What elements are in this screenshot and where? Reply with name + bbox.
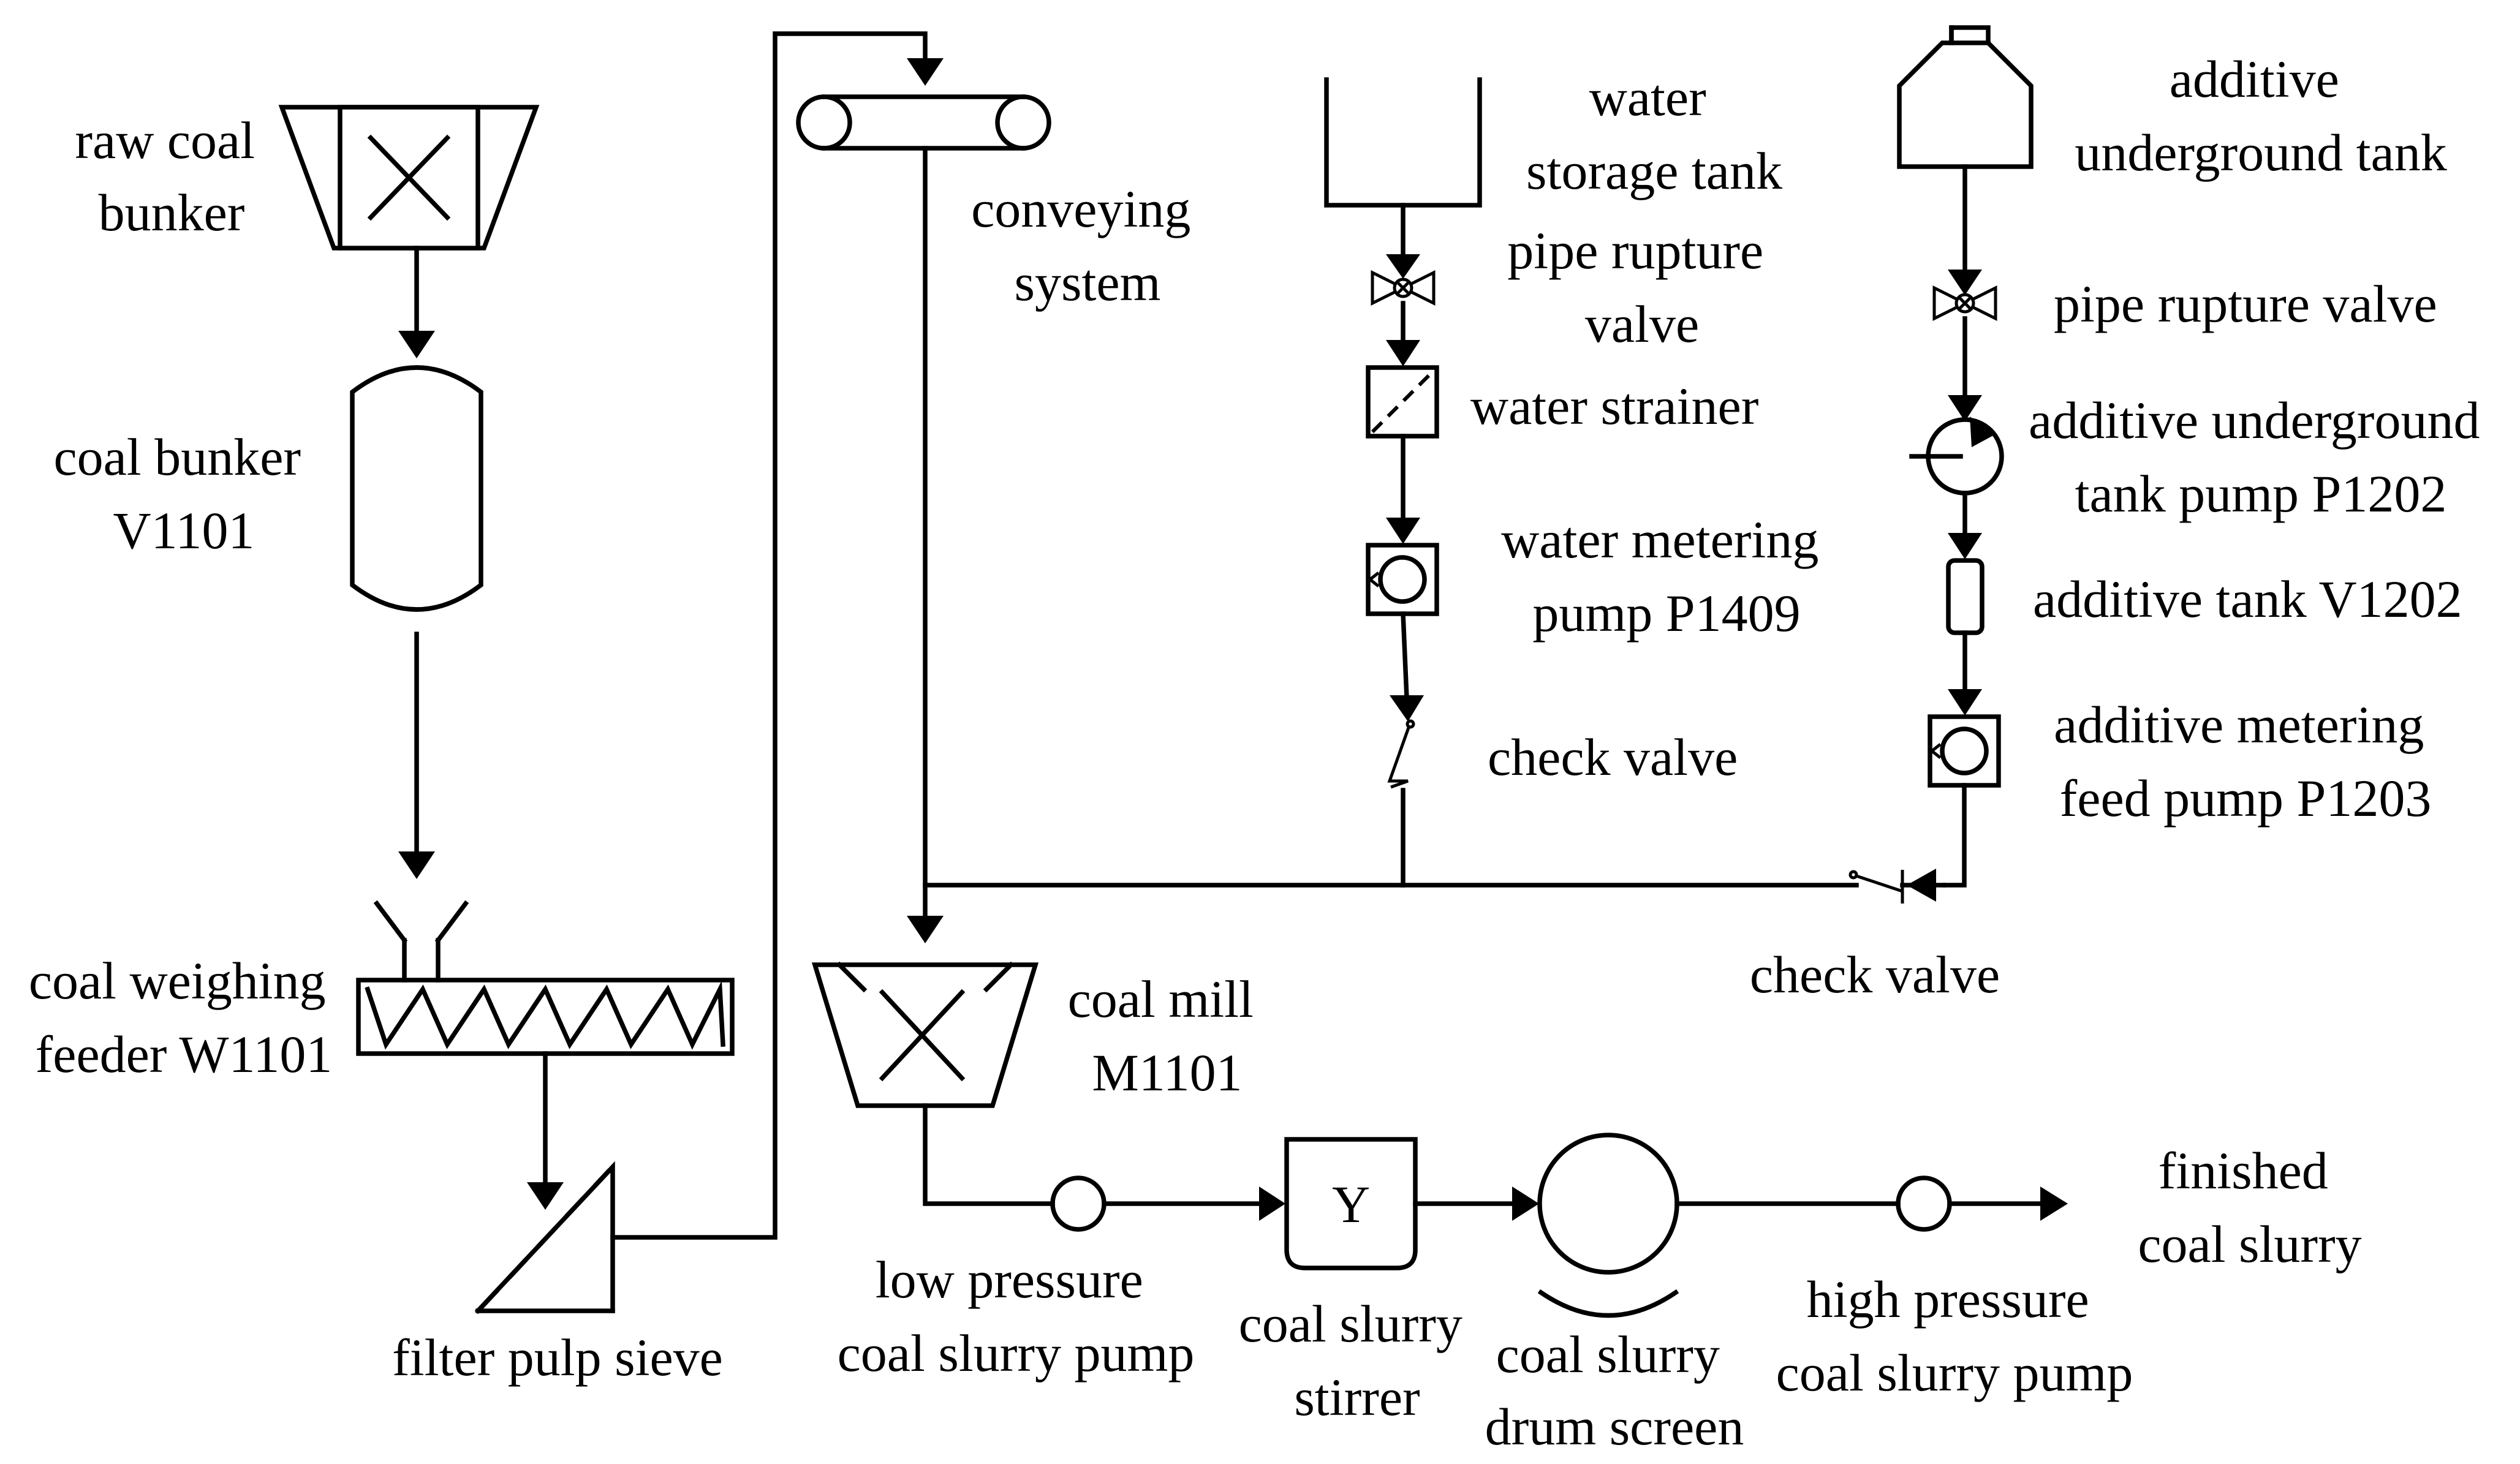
- arrow-to-water-strainer: [1386, 340, 1420, 366]
- additive-tank-v1202: [1946, 558, 1985, 635]
- coal-weighing-feeder-label: coal weighing feeder W1101: [29, 951, 339, 1084]
- additive-metering-feed-pump-icon: [1928, 714, 2001, 788]
- arrow-to-additive-pump: [1948, 395, 1982, 421]
- filter-pulp-sieve-label: filter pulp sieve: [392, 1328, 723, 1387]
- arrow-to-mill: [907, 916, 944, 943]
- coal-bunker-label: coal bunker V1101: [53, 428, 314, 560]
- water-metering-pump-icon: [1366, 543, 1439, 616]
- drum-screen-label: coal slurry drum screen: [1485, 1325, 1744, 1456]
- additive-underground-tank-pump-icon: [1909, 417, 2004, 496]
- arrow-to-water-check: [1390, 695, 1424, 722]
- arrow-to-stirrer: [1259, 1187, 1285, 1221]
- water-check-valve-label: check valve: [1488, 728, 1738, 787]
- coal-slurry-stirrer: Y: [1284, 1137, 1418, 1270]
- arrow-to-drum-screen: [1512, 1187, 1539, 1221]
- additive-pipe-rupture-valve-label: pipe rupture valve: [2054, 274, 2437, 333]
- additive-pipe-rupture-valve-icon: [1932, 285, 1997, 322]
- arrow-to-conveyor: [907, 58, 944, 86]
- pipes: [414, 31, 2046, 1240]
- raw-coal-bunker-label: raw coal bunker: [75, 111, 268, 242]
- water-strainer-icon: [1366, 365, 1439, 439]
- arrow-to-additive-tank: [1948, 533, 1982, 559]
- additive-underground-tank: [1897, 25, 2034, 169]
- high-pressure-pump-icon: [1896, 1175, 1952, 1232]
- water-metering-pump-label: water metering pump P1409: [1501, 510, 1832, 643]
- water-strainer-label: water strainer: [1470, 377, 1758, 436]
- additive-metering-feed-pump-label: additive metering feed pump P1203: [2054, 695, 2437, 828]
- water-storage-tank: [1324, 77, 1482, 208]
- additive-tank-label: additive tank V1202: [2033, 570, 2462, 628]
- arrow-to-water-pump: [1386, 518, 1420, 544]
- flow-arrows: [398, 58, 2068, 1221]
- low-pressure-pump-label: low pressure coal slurry pump: [838, 1250, 1195, 1383]
- arrow-to-coal-bunker: [398, 331, 435, 358]
- arrow-to-additive-valve: [1948, 270, 1982, 295]
- arrow-to-additive-metering: [1948, 689, 1982, 715]
- stirrer-symbol: Y: [1332, 1175, 1370, 1234]
- drum-screen-icon: [1537, 1133, 1679, 1318]
- arrow-into-additive-check: [1907, 869, 1936, 902]
- coal-mill-label: coal mill M1101: [1068, 970, 1267, 1102]
- conveying-system-label: conveying system: [971, 179, 1204, 312]
- labels: raw coal bunker coal bunker V1101 coal w…: [29, 50, 2493, 1456]
- water-check-valve-icon: [1387, 719, 1415, 789]
- water-pipe-rupture-valve-icon: [1371, 270, 1436, 306]
- coal-bunker-v1101: [350, 365, 483, 612]
- arrow-finished-output: [2040, 1187, 2068, 1221]
- arrow-to-sieve: [527, 1182, 564, 1210]
- finished-coal-slurry-label: finished coal slurry: [2138, 1141, 2361, 1273]
- coal-mill-m1101: [811, 961, 1039, 1108]
- coal-slurry-stirrer-label: coal slurry stirrer: [1239, 1294, 1476, 1427]
- low-pressure-pump-icon: [1050, 1175, 1107, 1232]
- high-pressure-pump-label: high pressure coal slurry pump: [1776, 1270, 2133, 1402]
- additive-check-valve-label: check valve: [1750, 945, 2000, 1004]
- water-pipe-rupture-valve-label: pipe rupture valve: [1507, 221, 1776, 353]
- additive-underground-tank-label: additive underground tank: [2075, 50, 2446, 182]
- additive-underground-tank-pump-label: additive underground tank pump P1202: [2029, 391, 2493, 523]
- raw-coal-bunker: [278, 105, 540, 251]
- water-storage-tank-label: water storage tank: [1526, 68, 1782, 200]
- filter-pulp-sieve: [474, 1161, 615, 1315]
- coal-weighing-feeder-w1101: [356, 900, 735, 1056]
- arrow-to-feeder: [398, 851, 435, 879]
- conveying-system: [796, 94, 1051, 151]
- arrow-to-water-valve: [1386, 254, 1420, 279]
